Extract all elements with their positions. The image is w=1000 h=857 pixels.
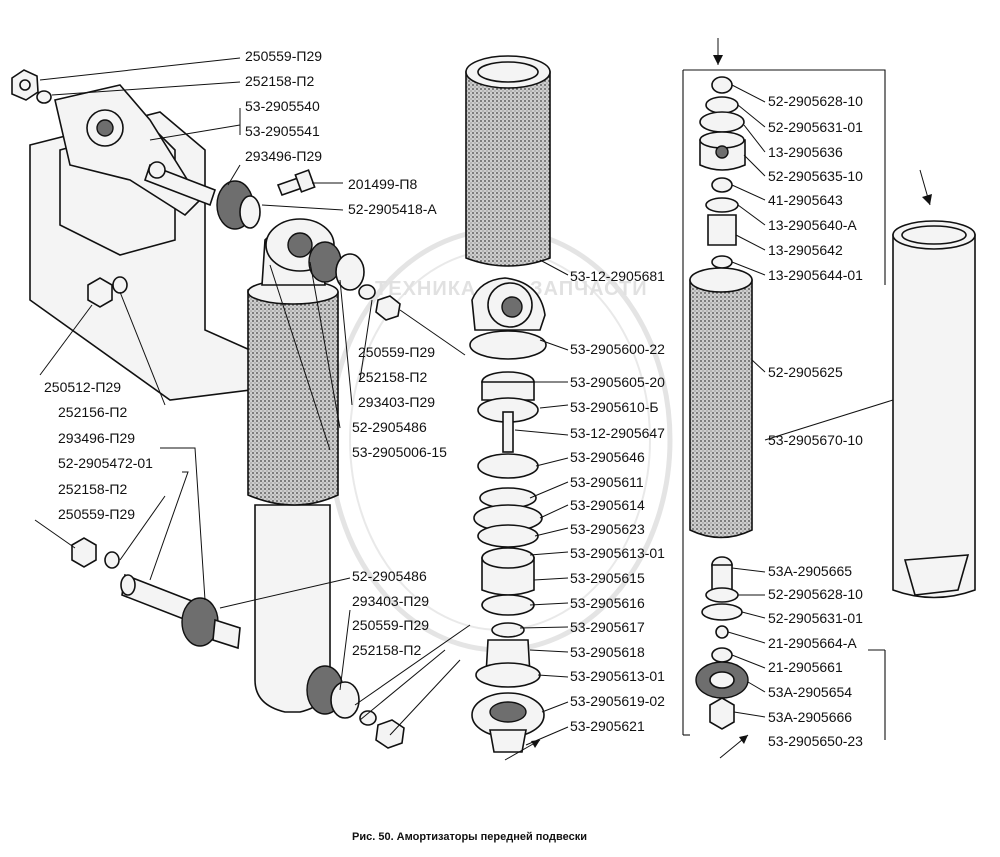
label-a6: 201499-П8 [348, 176, 417, 192]
label-e5: 53-12-2905647 [570, 425, 665, 441]
outer-tube [892, 220, 976, 599]
label-e2: 53-2905600-22 [570, 341, 665, 357]
label-d2: 293403-П29 [352, 593, 429, 609]
label-f1: 52-2905628-10 [768, 93, 863, 109]
label-b4: 52-2905486 [352, 419, 427, 435]
right-frame [682, 69, 886, 735]
label-f8: 13-2905644-01 [768, 267, 863, 283]
label-c3: 293496-П29 [58, 430, 135, 446]
right-arrow-top [713, 38, 723, 65]
label-g7: 53А-2905666 [768, 709, 852, 725]
label-e1: 53-12-2905681 [570, 268, 665, 284]
label-c4: 52-2905472-01 [58, 455, 153, 471]
right-bottom-frame [683, 650, 886, 740]
lower-eye-bushing [306, 665, 405, 749]
part-labels: 250559-П29 252158-П2 53-2905540 53-29055… [44, 48, 863, 749]
label-e11: 53-2905615 [570, 570, 645, 586]
label-a7: 52-2905418-А [348, 201, 437, 217]
label-e9: 53-2905623 [570, 521, 645, 537]
top-bushing-left [216, 180, 261, 230]
right-bottom-arrow [719, 734, 749, 759]
label-e16: 53-2905619-02 [570, 693, 665, 709]
figure-caption: Рис. 50. Амортизаторы передней подвески [352, 831, 587, 843]
label-e14: 53-2905618 [570, 644, 645, 660]
label-f5: 41-2905643 [768, 192, 843, 208]
label-e17: 53-2905621 [570, 718, 645, 734]
label-f7: 13-2905642 [768, 242, 843, 258]
watermark-brand: ТЕХНИКА [375, 278, 476, 300]
label-c6: 250559-П29 [58, 506, 135, 522]
top-bolt-stud [143, 161, 217, 207]
outer-tube-arrow [919, 169, 932, 206]
upper-eye-bushing [308, 241, 401, 321]
label-a2: 252158-П2 [245, 73, 314, 89]
right-bottom-stack [695, 556, 749, 730]
center-cylinder [465, 55, 551, 267]
small-bolt [276, 169, 316, 197]
label-b2: 252158-П2 [358, 369, 427, 385]
label-d3: 250559-П29 [352, 617, 429, 633]
label-e4: 53-2905610-Б [570, 399, 659, 415]
label-g8: 53-2905650-23 [768, 733, 863, 749]
shock-absorber-body [247, 218, 339, 713]
label-a1: 250559-П29 [245, 48, 322, 64]
center-stack-parts [469, 330, 547, 753]
label-b1: 250559-П29 [358, 344, 435, 360]
label-f9: 52-2905625 [768, 364, 843, 380]
label-e13: 53-2905617 [570, 619, 645, 635]
label-b5: 53-2905006-15 [352, 444, 447, 460]
label-d1: 52-2905486 [352, 568, 427, 584]
label-a3: 53-2905540 [245, 98, 320, 114]
right-top-stack [689, 76, 753, 539]
label-g4: 21-2905664-А [768, 635, 857, 651]
label-e3: 53-2905605-20 [570, 374, 665, 390]
label-c2: 252156-П2 [58, 404, 127, 420]
label-g3: 52-2905631-01 [768, 610, 863, 626]
label-g5: 21-2905661 [768, 659, 843, 675]
label-f3: 13-2905636 [768, 144, 843, 160]
label-f10: 53-2905670-10 [768, 432, 863, 448]
label-e10: 53-2905613-01 [570, 545, 665, 561]
label-e8: 53-2905614 [570, 497, 645, 513]
label-e15: 53-2905613-01 [570, 668, 665, 684]
label-g2: 52-2905628-10 [768, 586, 863, 602]
label-g6: 53А-2905654 [768, 684, 852, 700]
leader-lines [34, 57, 894, 746]
label-b3: 293403-П29 [358, 394, 435, 410]
label-e7: 53-2905611 [570, 474, 644, 490]
frame-bracket [29, 84, 251, 401]
watermark-sub: ЗАПЧАСТИ [530, 278, 648, 300]
label-c1: 250512-П29 [44, 379, 121, 395]
label-f6: 13-2905640-А [768, 217, 857, 233]
lower-bolt-assembly [71, 537, 241, 650]
label-e12: 53-2905616 [570, 595, 645, 611]
label-a4: 53-2905541 [245, 123, 320, 139]
label-f4: 52-2905635-10 [768, 168, 863, 184]
label-e6: 53-2905646 [570, 449, 645, 465]
label-f2: 52-2905631-01 [768, 119, 863, 135]
label-d4: 252158-П2 [352, 642, 421, 658]
label-a5: 293496-П29 [245, 148, 322, 164]
center-eye [471, 277, 546, 331]
label-c5: 252158-П2 [58, 481, 127, 497]
top-nut [11, 69, 52, 104]
label-g1: 53А-2905665 [768, 563, 852, 579]
